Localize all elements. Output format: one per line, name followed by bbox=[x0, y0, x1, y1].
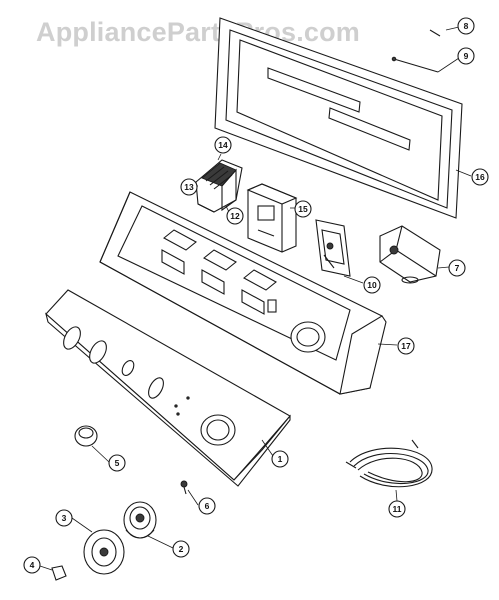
part-15-bracket bbox=[246, 183, 298, 253]
callout-8-label: 8 bbox=[464, 21, 469, 31]
part-4-insert bbox=[51, 565, 67, 581]
callout-15: 15 bbox=[294, 200, 312, 218]
callout-13-label: 13 bbox=[184, 182, 194, 192]
callout-1: 1 bbox=[271, 450, 289, 468]
callout-16: 16 bbox=[471, 168, 489, 186]
callout-7: 7 bbox=[448, 259, 466, 277]
part-16-panel bbox=[214, 17, 463, 219]
callout-5: 5 bbox=[108, 454, 126, 472]
callout-16-label: 16 bbox=[475, 172, 485, 182]
part-11-cord bbox=[345, 439, 433, 488]
callout-5-label: 5 bbox=[115, 458, 120, 468]
part-2-knob bbox=[123, 501, 157, 539]
callout-2: 2 bbox=[172, 540, 190, 558]
watermark: AppliancePartsPros.com bbox=[36, 17, 360, 47]
leader-lines bbox=[39, 26, 472, 571]
callout-10: 10 bbox=[363, 276, 381, 294]
callout-17: 17 bbox=[397, 337, 415, 355]
callout-14: 14 bbox=[214, 136, 232, 154]
part-6-screw bbox=[180, 480, 188, 495]
part-3-skirt bbox=[83, 529, 125, 575]
part-1-front-panel bbox=[45, 289, 291, 487]
callout-11-label: 11 bbox=[393, 504, 402, 514]
callout-1-label: 1 bbox=[278, 454, 283, 464]
callout-14-label: 14 bbox=[218, 140, 228, 150]
callout-4: 4 bbox=[23, 556, 41, 574]
callout-12: 12 bbox=[226, 207, 244, 225]
callout-13: 13 bbox=[180, 178, 198, 196]
callout-7-label: 7 bbox=[455, 263, 460, 273]
callout-15-label: 15 bbox=[298, 204, 308, 214]
part-13-14-switch bbox=[195, 159, 243, 213]
part-7-timer bbox=[379, 225, 441, 284]
callout-6-label: 6 bbox=[205, 501, 210, 511]
callout-17-label: 17 bbox=[401, 341, 411, 351]
callout-11: 11 bbox=[388, 500, 406, 518]
callout-8: 8 bbox=[457, 17, 475, 35]
part-10-board bbox=[315, 219, 351, 277]
callout-12-label: 12 bbox=[230, 211, 240, 221]
callout-9: 9 bbox=[457, 47, 475, 65]
callout-10-label: 10 bbox=[367, 280, 377, 290]
callout-2-label: 2 bbox=[179, 544, 184, 554]
callout-9-label: 9 bbox=[464, 51, 469, 61]
part-17-console bbox=[99, 191, 387, 395]
part-5-button bbox=[74, 425, 98, 447]
callout-4-label: 4 bbox=[30, 560, 35, 570]
callout-6: 6 bbox=[198, 497, 216, 515]
callout-3: 3 bbox=[55, 509, 73, 527]
callout-3-label: 3 bbox=[62, 513, 67, 523]
part-8-9-hardware bbox=[391, 29, 441, 73]
